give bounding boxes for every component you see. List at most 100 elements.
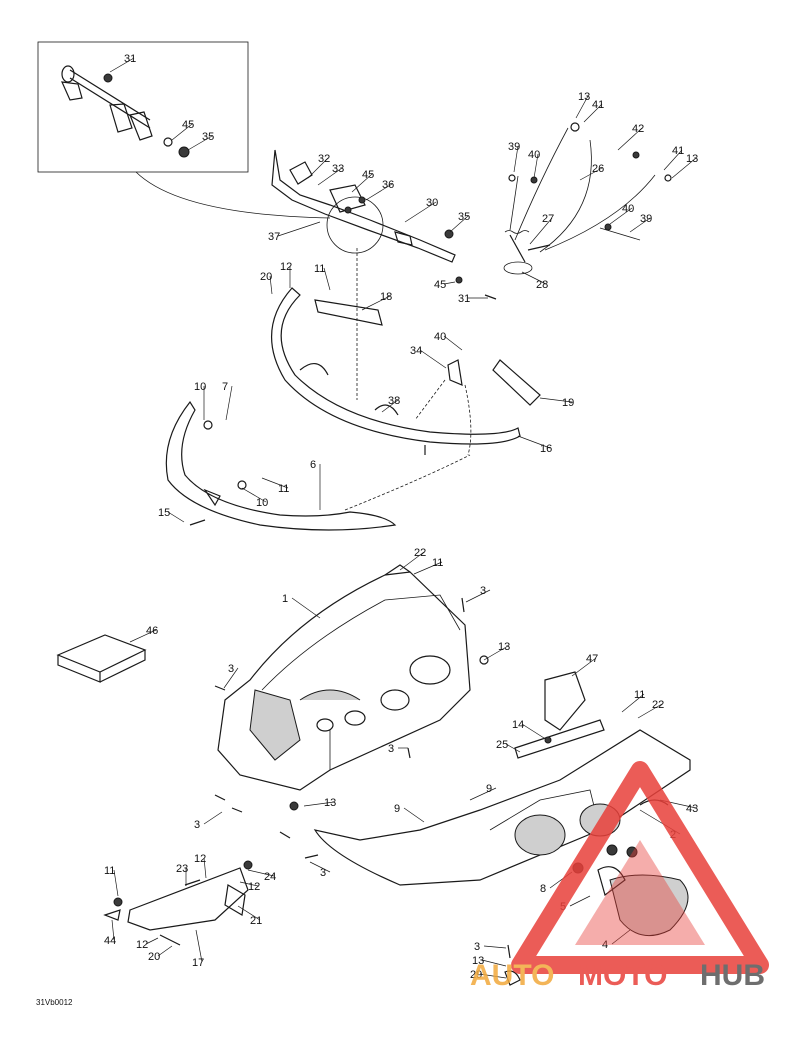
callout-43: 43: [686, 803, 698, 815]
callout-22: 22: [414, 547, 426, 559]
callout-leader: [403, 807, 425, 823]
callout-leader: [129, 629, 157, 643]
callout-leader: [443, 281, 456, 285]
callout-leader: [365, 183, 393, 201]
callout-leader: [483, 945, 507, 949]
callout-20: 20: [148, 951, 160, 963]
callout-18: 18: [380, 291, 392, 303]
callout-31: 31: [124, 53, 136, 65]
callout-leader: [203, 811, 223, 825]
callout-29: 29: [470, 969, 482, 981]
callout-27: 27: [542, 213, 554, 225]
cable-spring-assembly: [503, 122, 672, 275]
callout-12: 12: [280, 261, 292, 273]
callout-leader: [521, 723, 545, 739]
callout-leader: [479, 973, 507, 979]
callout-leader: [303, 801, 335, 807]
callout-24: 24: [264, 871, 276, 883]
callout-leader: [521, 271, 547, 285]
callout-leader: [399, 551, 425, 571]
watermark-hub: HUB: [700, 959, 765, 992]
callout-13: 13: [472, 955, 484, 967]
callout-40: 40: [622, 203, 634, 215]
callout-leader: [317, 167, 343, 186]
callout-3: 3: [194, 819, 200, 831]
callout-8: 8: [540, 883, 546, 895]
automotohub-watermark: AUTO MOTO HUB: [470, 761, 769, 992]
callout-leader: [351, 173, 373, 193]
callout-leader: [195, 929, 203, 963]
callout-leader: [617, 127, 643, 151]
upper-bracket-assembly: [271, 149, 497, 400]
callout-45: 45: [182, 119, 194, 131]
drawing-reference-code: 31Vb0012: [36, 998, 73, 1007]
callout-47: 47: [586, 653, 598, 665]
callout-7: 7: [222, 381, 228, 393]
callout-20: 20: [260, 271, 272, 283]
main-body-pan: [217, 564, 471, 791]
callout-leader: [575, 95, 589, 119]
callout-leader: [469, 787, 497, 801]
callout-10: 10: [194, 381, 206, 393]
callout-leader: [419, 349, 447, 369]
callout-13: 13: [498, 641, 510, 653]
callout-leader: [571, 657, 597, 677]
callout-leader: [583, 103, 603, 123]
callout-19: 19: [562, 397, 574, 409]
callout-leader: [539, 397, 573, 403]
callout-leader: [569, 895, 591, 907]
callout-leader: [171, 123, 193, 141]
callout-25: 25: [496, 739, 508, 751]
watermark-moto: MOTO: [578, 959, 667, 992]
callout-leader: [465, 589, 491, 603]
callout-26: 26: [592, 163, 604, 175]
callout-leader: [237, 905, 261, 921]
callout-44: 44: [104, 935, 116, 947]
callout-leader: [381, 399, 399, 413]
callout-leader: [203, 857, 207, 879]
callout-13: 13: [686, 153, 698, 165]
front-bumper: [165, 400, 471, 531]
callout-41: 41: [672, 145, 684, 157]
callout-leader: [241, 487, 267, 503]
callout-leader: [611, 929, 631, 945]
callout-38: 38: [388, 395, 400, 407]
callout-40: 40: [434, 331, 446, 343]
callout-42: 42: [632, 123, 644, 135]
callout-45: 45: [434, 279, 446, 291]
callout-leader: [291, 597, 321, 619]
callout-leader: [529, 217, 553, 245]
callout-9: 9: [486, 783, 492, 795]
callout-15: 15: [158, 507, 170, 519]
lower-bracket: [103, 860, 253, 946]
callout-41: 41: [592, 99, 604, 111]
callout-leader: [167, 511, 185, 523]
callout-33: 33: [332, 163, 344, 175]
callout-leader: [443, 335, 463, 351]
callout-11: 11: [634, 689, 645, 701]
callout-34: 34: [410, 345, 422, 357]
callout-3: 3: [388, 743, 394, 755]
callout-leader: [513, 145, 519, 173]
callout-leader: [187, 135, 213, 151]
watermark-auto: AUTO: [470, 959, 554, 992]
callout-leader: [261, 477, 289, 489]
callout-1: 1: [282, 593, 288, 605]
callout-leader: [609, 207, 633, 225]
fasteners: [214, 597, 552, 986]
callout-11: 11: [314, 263, 325, 275]
callout-12: 12: [248, 881, 260, 893]
callout-leader: [225, 385, 233, 421]
bumper-frame: [270, 287, 541, 456]
callout-39: 39: [508, 141, 520, 153]
callout-13: 13: [578, 91, 590, 103]
callout-23: 23: [176, 863, 188, 875]
callout-46: 46: [146, 625, 158, 637]
callout-16: 16: [540, 443, 552, 455]
callout-40: 40: [528, 149, 540, 161]
callout-39: 39: [640, 213, 652, 225]
inset-detail: [37, 41, 331, 219]
callout-21: 21: [250, 915, 262, 927]
